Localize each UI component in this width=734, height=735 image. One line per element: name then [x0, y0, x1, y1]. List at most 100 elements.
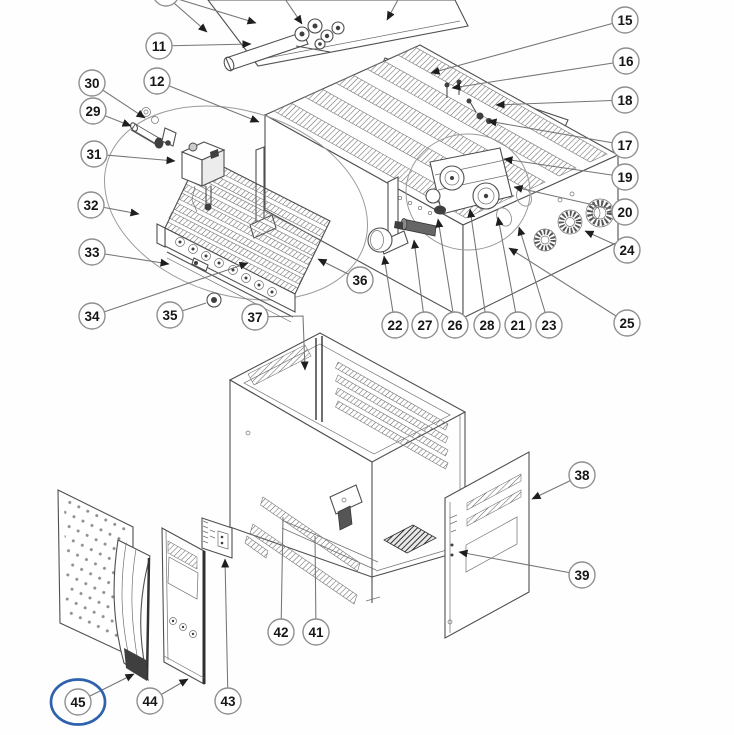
grommet-drawing [206, 292, 222, 308]
callout-number-31: 31 [86, 147, 102, 162]
callout-24[interactable]: 24 [584, 230, 641, 264]
callout-number-43: 43 [220, 694, 236, 709]
callout-number-44: 44 [142, 694, 158, 709]
leader-line-27 [411, 239, 426, 326]
leader-line-37 [254, 315, 309, 371]
callout-33[interactable]: 33 [78, 238, 170, 267]
callout-32[interactable]: 32 [77, 191, 140, 219]
callout-number-17: 17 [617, 138, 632, 153]
callout-43[interactable]: 43 [214, 558, 242, 715]
callout-number-35: 35 [162, 308, 178, 323]
orphan-leader-1 [179, 0, 257, 25]
leader-line-26 [435, 218, 456, 326]
callout-number-28: 28 [479, 318, 495, 333]
callout-26[interactable]: 26 [435, 218, 469, 339]
callout-circle-29 [79, 97, 107, 125]
callout-20[interactable]: 20 [513, 184, 639, 226]
callout-12[interactable]: 12 [143, 67, 260, 123]
manifold-drawing [367, 79, 615, 253]
callout-number-25: 25 [619, 316, 635, 331]
callout-42[interactable]: 42 [267, 516, 295, 646]
side-panel-drawing [444, 451, 530, 639]
callout-circle-37 [241, 303, 269, 331]
callout-circle-30 [78, 69, 106, 97]
callout-16[interactable]: 16 [451, 47, 640, 91]
callout-number-39: 39 [574, 568, 589, 583]
callout-30[interactable]: 30 [78, 69, 146, 119]
cabinet-drawing [228, 332, 467, 603]
leader-line-28 [467, 208, 488, 326]
callout-circle-34 [78, 302, 106, 330]
callout-44[interactable]: 44 [136, 678, 189, 715]
callout-28[interactable]: 28 [467, 208, 501, 339]
callout-circle-43 [214, 687, 242, 715]
callout-11[interactable]: 11 [145, 32, 252, 60]
leader-line-25 [508, 247, 628, 324]
callout-number-37: 37 [247, 310, 262, 325]
callout-number-36: 36 [352, 273, 368, 288]
callout-22[interactable]: 22 [381, 255, 409, 339]
callout-41[interactable]: 41 [302, 535, 330, 646]
callout-circle-21 [504, 311, 532, 339]
leader-line-21 [495, 216, 519, 326]
leader-line-17 [487, 118, 626, 146]
callout-number-45: 45 [70, 695, 86, 710]
callout-circle-20 [611, 198, 639, 226]
callout-18[interactable]: 18 [495, 86, 639, 114]
callout-45[interactable]: 45 [49, 673, 135, 726]
callout-23[interactable]: 23 [517, 226, 563, 339]
callout-21[interactable]: 21 [495, 216, 532, 339]
callout-circle-cut-top [154, 0, 178, 7]
callout-number-18: 18 [617, 93, 633, 108]
callout-number-34: 34 [84, 309, 100, 324]
callout-circle-24 [613, 236, 641, 264]
callout-circle-15 [611, 6, 639, 34]
callout-circle-16 [612, 47, 640, 75]
callout-39[interactable]: 39 [458, 549, 596, 589]
callout-number-23: 23 [541, 318, 557, 333]
callout-17[interactable]: 17 [487, 118, 639, 159]
callout-19[interactable]: 19 [503, 156, 639, 191]
callout-34[interactable]: 34 [78, 261, 249, 330]
callout-15[interactable]: 15 [430, 6, 639, 75]
callout-number-22: 22 [387, 318, 402, 333]
leader-line-11 [158, 40, 252, 49]
callout-number-29: 29 [85, 104, 100, 119]
callout-number-30: 30 [84, 76, 99, 91]
small-plate-drawing [201, 517, 233, 559]
callout-number-12: 12 [149, 74, 164, 89]
callout-circle-32 [77, 191, 105, 219]
callout-circle-28 [473, 311, 501, 339]
callout-36[interactable]: 36 [317, 258, 374, 294]
leader-line-18 [495, 99, 626, 109]
leader-line-39 [458, 549, 583, 576]
leader-line-12 [156, 80, 260, 123]
leader-line-43 [221, 558, 230, 702]
callout-circle-44 [136, 687, 164, 715]
callout-38[interactable]: 38 [531, 461, 596, 500]
callout-number-21: 21 [510, 318, 526, 333]
callout-number-19: 19 [617, 170, 632, 185]
leader-line-15 [430, 19, 626, 75]
callout-37[interactable]: 37 [241, 303, 309, 371]
callout-circle-17 [611, 131, 639, 159]
callout-29[interactable]: 29 [79, 97, 132, 127]
callout-number-24: 24 [619, 243, 635, 258]
callout-25[interactable]: 25 [508, 247, 641, 337]
callout-circle-39 [568, 561, 596, 589]
callout-35[interactable]: 35 [156, 301, 207, 329]
highlight-ellipse [49, 678, 107, 726]
callout-number-41: 41 [308, 625, 324, 640]
callout-31[interactable]: 31 [80, 140, 176, 168]
leader-line-16 [451, 60, 627, 91]
callout-number-38: 38 [574, 468, 590, 483]
callout-circle-36 [346, 266, 374, 294]
callout-circle-41 [302, 618, 330, 646]
callout-circle-38 [568, 461, 596, 489]
leader-line-42 [280, 516, 284, 633]
callout-27[interactable]: 27 [411, 239, 439, 339]
callout-number-33: 33 [84, 245, 100, 260]
callout-cut-top[interactable] [153, 0, 179, 7]
callout-circle-27 [411, 311, 439, 339]
callout-number-11: 11 [152, 39, 167, 54]
